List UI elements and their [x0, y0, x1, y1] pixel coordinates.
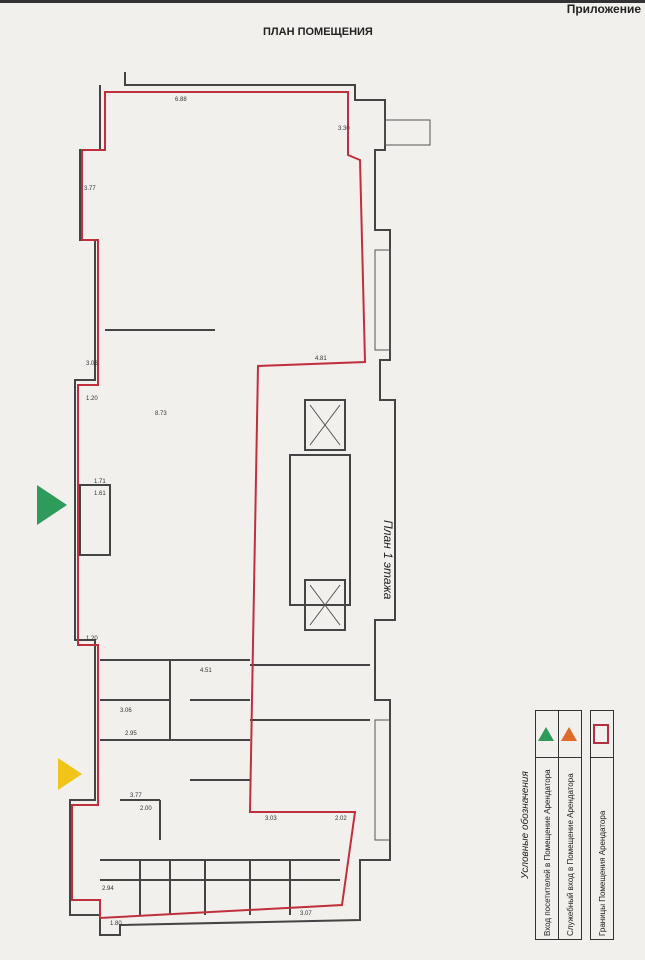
legend-label: Служебный вход в Помещение Арендатора [558, 757, 582, 940]
legend-label: Вход посетителей в Помещение Арендатора [535, 757, 559, 940]
green-triangle-icon [538, 727, 554, 741]
page-top-edge [0, 0, 645, 3]
svg-text:1.61: 1.61 [94, 491, 106, 497]
floor-label: План 1 этажа [381, 520, 395, 600]
svg-text:3.06: 3.06 [120, 708, 132, 714]
stairs [309, 119, 431, 841]
svg-text:2.00: 2.00 [140, 806, 152, 812]
svg-text:4.51: 4.51 [200, 668, 212, 674]
legend-label: Границы Помещения Арендатора [590, 757, 614, 940]
legend-item-service: Служебный вход в Помещение Арендатора [558, 710, 582, 940]
building-walls [69, 72, 396, 936]
svg-text:3.77: 3.77 [84, 186, 96, 192]
orange-triangle-icon [561, 727, 577, 741]
legend-table: Вход посетителей в Помещение Арендатора … [535, 710, 614, 940]
svg-text:1.80: 1.80 [110, 921, 122, 927]
svg-text:3.03: 3.03 [265, 816, 277, 822]
legend-title: Условные обозначения [520, 771, 531, 879]
service-entrance-icon [58, 758, 82, 790]
legend-item-visitor: Вход посетителей в Помещение Арендатора [535, 710, 559, 940]
tenant-boundary [71, 91, 367, 920]
legend-item-boundary: Границы Помещения Арендатора [590, 710, 614, 940]
visitor-entrance-icon [37, 485, 67, 525]
svg-text:2.94: 2.94 [102, 886, 114, 892]
svg-text:3.77: 3.77 [130, 793, 142, 799]
svg-text:1.20: 1.20 [86, 396, 98, 402]
svg-text:3.06: 3.06 [86, 361, 98, 367]
page-title: ПЛАН ПОМЕЩЕНИЯ [263, 26, 373, 38]
svg-text:8.73: 8.73 [155, 411, 167, 417]
svg-text:1.71: 1.71 [94, 479, 106, 485]
dimension-labels: 6.88 3.30 3.77 3.06 1.20 4.81 8.73 1.71 … [84, 97, 350, 927]
svg-text:3.30: 3.30 [338, 126, 350, 132]
red-rectangle-icon [593, 724, 609, 744]
svg-text:1.20: 1.20 [86, 636, 98, 642]
svg-text:6.88: 6.88 [175, 97, 187, 103]
svg-text:2.95: 2.95 [125, 731, 137, 737]
legend: Условные обозначения Вход посетителей в … [520, 710, 614, 940]
svg-text:4.81: 4.81 [315, 356, 327, 362]
svg-text:2.02: 2.02 [335, 816, 347, 822]
appendix-label: Приложение [566, 2, 641, 16]
svg-text:3.07: 3.07 [300, 911, 312, 917]
